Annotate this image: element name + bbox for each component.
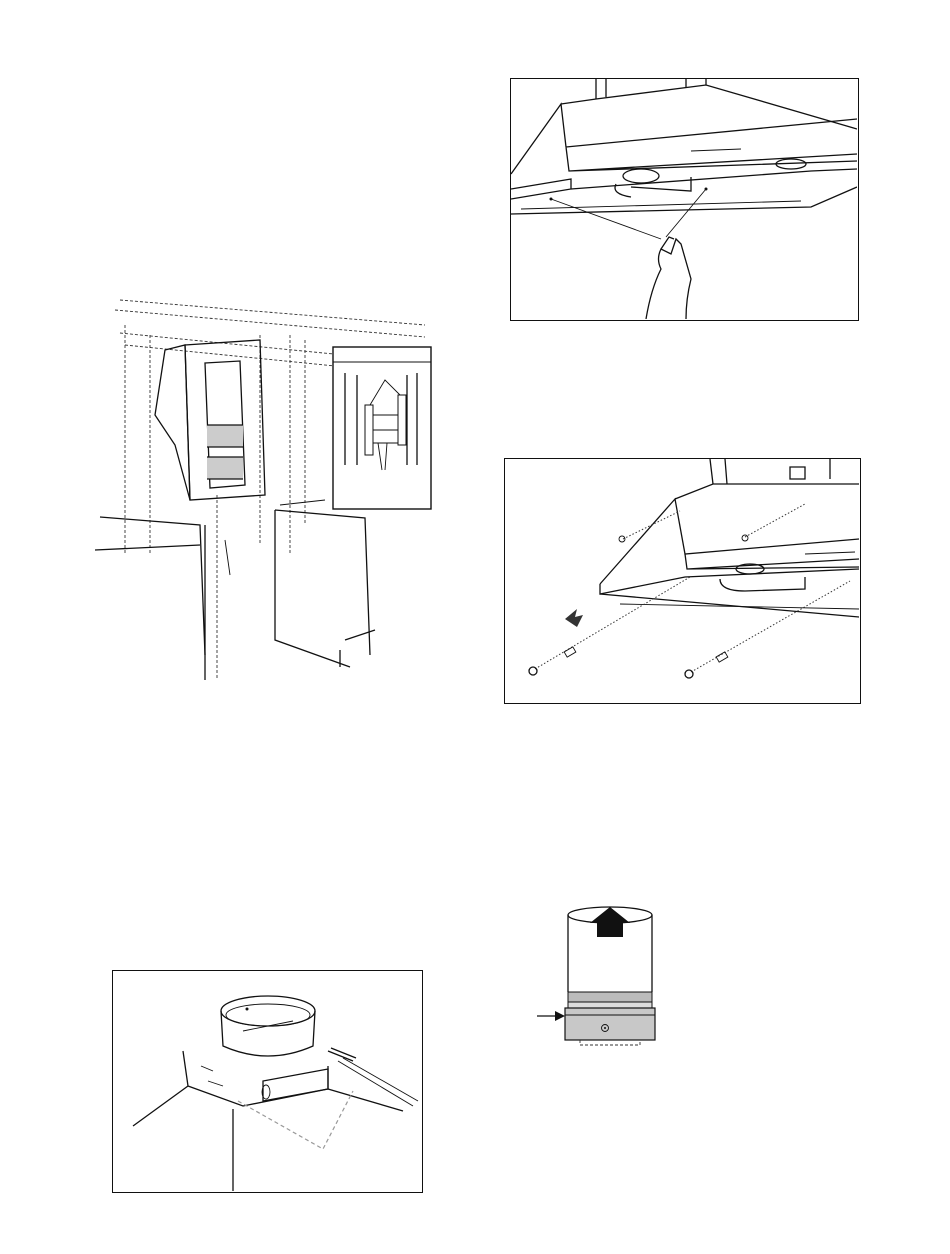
cabinet-framing-illustration (95, 295, 440, 685)
hood-marking-illustration (510, 78, 859, 321)
damper-installation-illustration (112, 970, 423, 1193)
hood-mounting-illustration (504, 458, 861, 704)
duct-connection-illustration (535, 895, 665, 1055)
